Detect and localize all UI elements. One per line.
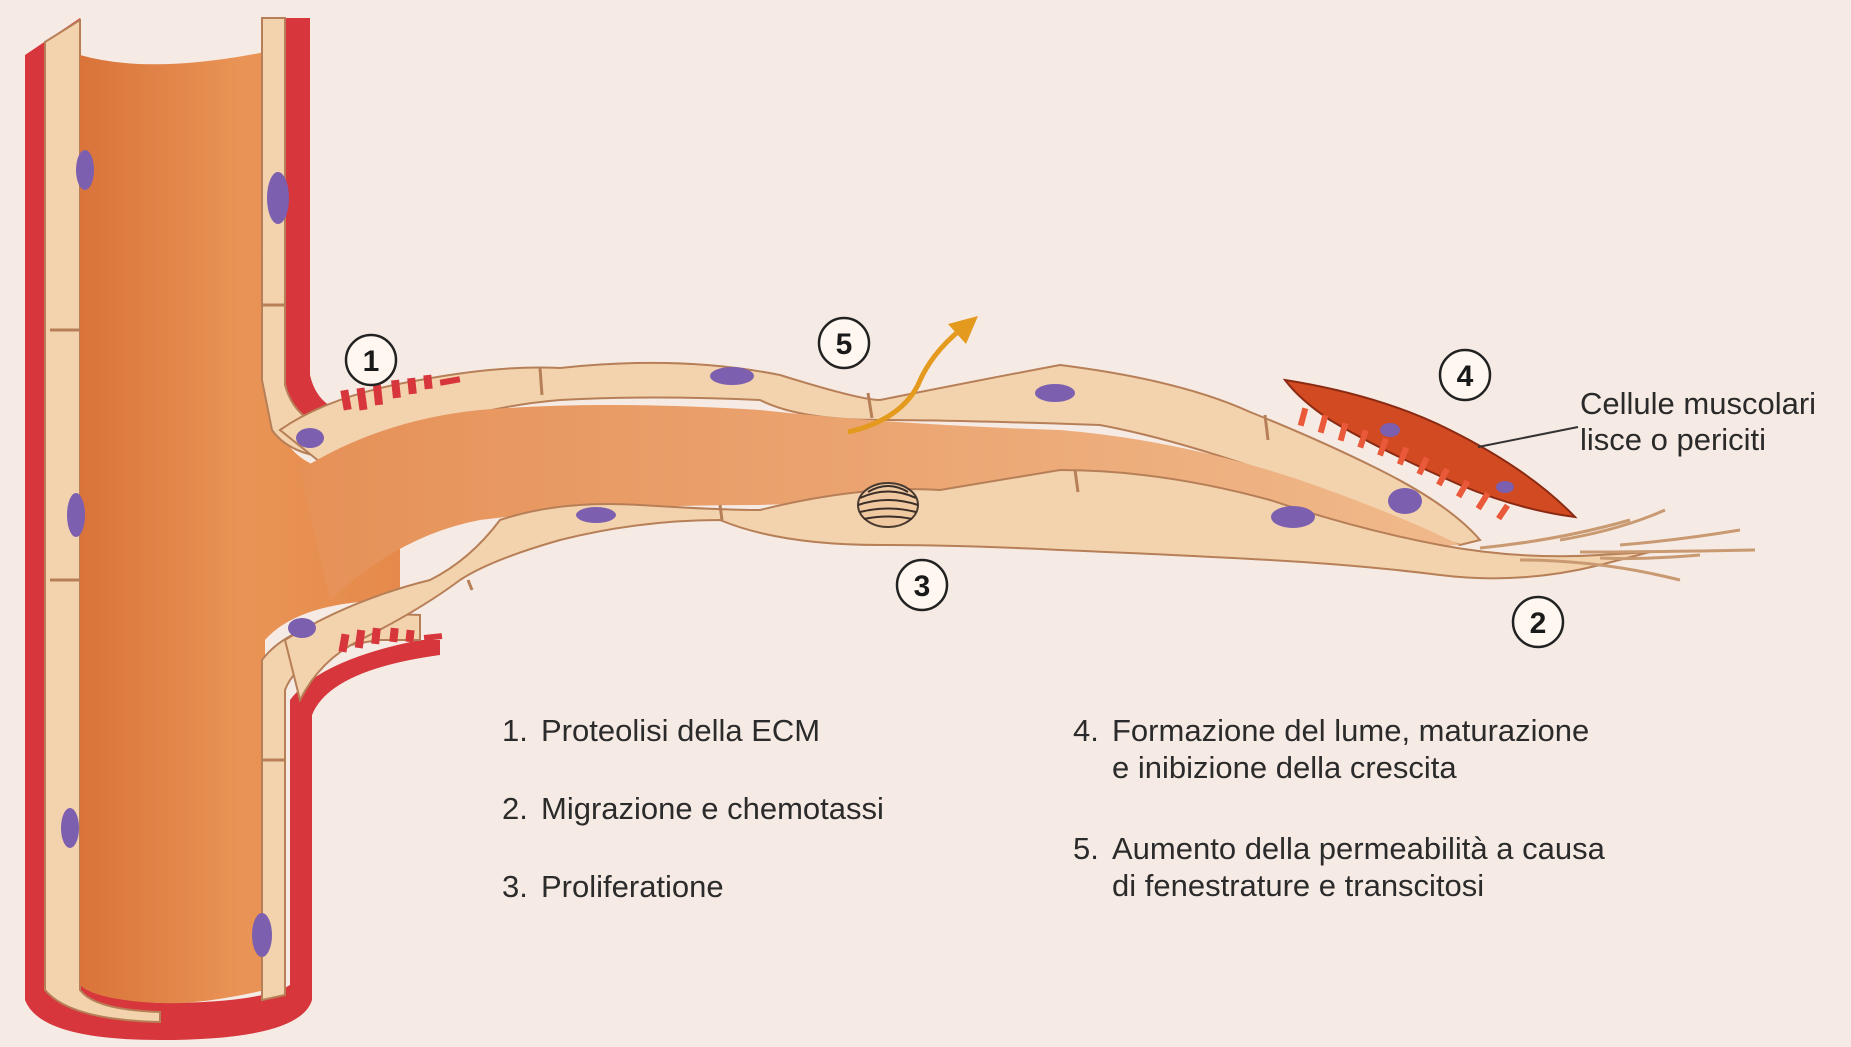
dividing-cell-spindle [858,483,918,527]
marker-3: 3 [897,560,947,610]
legend-item-3: 3.Proliferatione [502,868,724,905]
pericyte-annotation-line2: lisce o periciti [1580,422,1816,458]
legend-item-5-text-line2: di fenestrature e transcitosi [1073,867,1605,904]
nucleus [267,172,289,224]
nucleus [67,493,85,537]
marker-1: 1 [346,335,396,385]
legend-item-3-number: 3. [502,868,541,905]
legend-item-3-text: Proliferatione [541,869,724,904]
legend-item-1-number: 1. [502,712,541,749]
legend-item-1-text: Proteolisi della ECM [541,713,820,748]
nucleus [252,913,272,957]
legend-item-4-text-line2: e inibizione della crescita [1073,749,1589,786]
nucleus [1035,384,1075,402]
nucleus [288,618,316,638]
marker-4: 4 [1440,350,1490,400]
marker-2-label: 2 [1530,607,1547,640]
legend-item-5: 5.Aumento della permeabilità a causa di … [1073,830,1605,904]
legend-item-5-number: 5. [1073,830,1112,867]
legend-item-5-text-line1: Aumento della permeabilità a causa [1112,831,1605,866]
legend-item-4: 4.Formazione del lume, maturazione e ini… [1073,712,1589,786]
nucleus [296,428,324,448]
marker-4-label: 4 [1457,360,1474,393]
nucleus [61,808,79,848]
legend-item-4-number: 4. [1073,712,1112,749]
legend-item-2: 2.Migrazione e chemotassi [502,790,884,827]
marker-2: 2 [1513,597,1563,647]
pericyte-annotation-line1: Cellule muscolari [1580,386,1816,422]
nucleus [1388,488,1422,514]
marker-5: 5 [819,318,869,368]
legend-item-2-number: 2. [502,790,541,827]
nucleus [76,150,94,190]
legend-item-2-text: Migrazione e chemotassi [541,791,884,826]
nucleus [1271,506,1315,528]
pericyte-nucleus [1380,423,1400,437]
pericyte-annotation: Cellule muscolari lisce o periciti [1580,386,1816,458]
marker-1-label: 1 [363,345,380,378]
marker-5-label: 5 [836,328,853,361]
nucleus [576,507,616,523]
legend-item-1: 1.Proteolisi della ECM [502,712,820,749]
marker-3-label: 3 [914,570,931,603]
nucleus [710,367,754,385]
legend-item-4-text-line1: Formazione del lume, maturazione [1112,713,1589,748]
pericyte-nucleus [1496,481,1514,493]
